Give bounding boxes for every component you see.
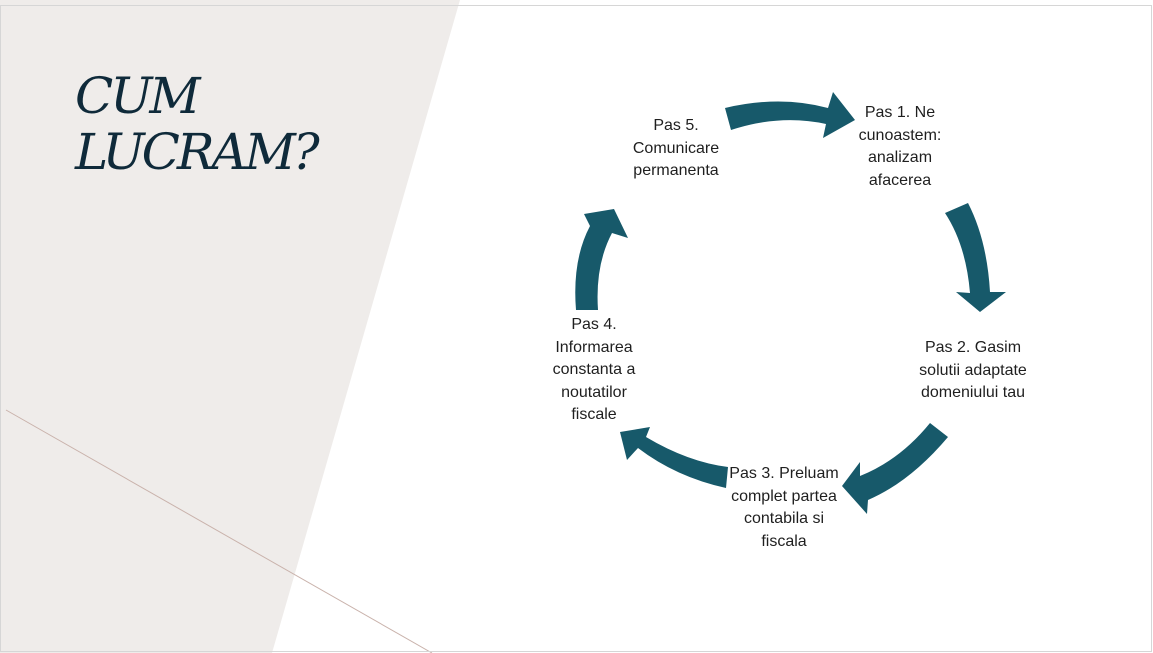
step-5-label: Pas 5. Comunicare permanenta <box>632 117 720 179</box>
arrow-step5-to-step1 <box>725 92 855 138</box>
step-1-label: Pas 1. Ne cunoastem: analizam afacerea <box>858 104 942 189</box>
grey-diagonal-panel <box>0 0 460 653</box>
slide-border <box>0 5 1152 652</box>
arrow-step2-to-step3 <box>842 423 948 514</box>
decorative-diagonal-line <box>5 409 433 653</box>
arrow-step3-to-step4 <box>620 427 728 488</box>
arrow-step1-to-step2 <box>945 203 1006 312</box>
cycle-arrows <box>575 92 1006 514</box>
step-2-label: Pas 2. Gasim solutii adaptate domeniului… <box>919 339 1027 401</box>
page-title: CUM LUCRAM? <box>75 68 435 180</box>
arrow-step4-to-step5 <box>575 209 628 310</box>
title-line-2: LUCRAM? <box>75 123 320 181</box>
title-line-1: CUM <box>75 67 201 125</box>
step-4-label: Pas 4. Informarea constanta a noutatilor… <box>552 316 636 423</box>
step-3-label: Pas 3. Preluam complet partea contabila … <box>729 465 839 550</box>
